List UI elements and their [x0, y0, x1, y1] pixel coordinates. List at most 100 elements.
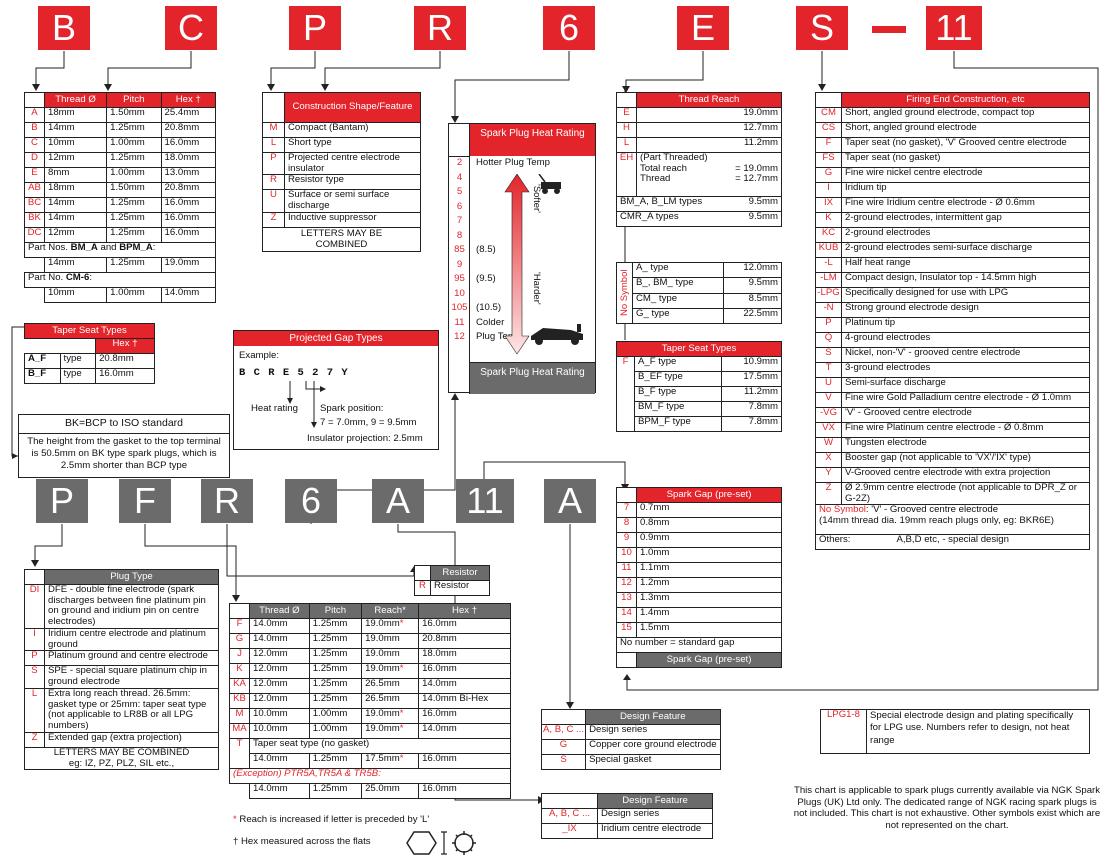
table-cell: 4-ground electrodes	[841, 332, 1090, 348]
table-cell: 1.00mm	[308, 708, 363, 724]
table-cell: 1.25mm	[308, 633, 363, 649]
table-cell: 16.0mm	[418, 663, 511, 679]
table-cell: 19.0mm	[361, 648, 420, 664]
table-cell: Taper seat (no gasket)	[841, 152, 1090, 168]
table-cell: 0.9mm	[636, 532, 782, 548]
table-cell: 14mm	[43, 212, 108, 228]
table-cell: H	[616, 122, 637, 138]
table-cell: Iridium tip	[841, 182, 1090, 198]
table-cell: B_EF type	[634, 371, 722, 387]
table-cell: DFE - double fine electrode (spark disch…	[44, 584, 219, 629]
table-cell: Platinum ground and centre electrode	[44, 650, 219, 667]
resistor-title: Resistor	[430, 565, 490, 581]
table-cell: S	[815, 347, 842, 363]
list-item: 7	[456, 215, 463, 226]
table-cell: 1.3mm	[636, 592, 782, 608]
letter-box-b: B	[38, 6, 90, 50]
table-cell: KUB	[815, 242, 842, 258]
table-cell: G	[540, 739, 587, 755]
table-cell: 1.00mm	[106, 137, 162, 153]
table-cell: Taper seat type (no gasket)	[249, 738, 511, 754]
table-cell: -VG	[815, 407, 842, 423]
table-cell: Z	[262, 211, 285, 228]
table-cell: E	[24, 167, 45, 183]
header-hex: Hex †	[160, 92, 217, 108]
table-cell: A	[24, 107, 45, 123]
table-cell: 1.25mm	[106, 227, 162, 243]
table-cell: 15	[616, 622, 637, 638]
design-feature-table-2: Design Feature A, B, C ...Design series …	[541, 793, 713, 839]
table-cell: BPM_F type	[634, 416, 722, 432]
spark-position-values: 7 = 7.0mm, 9 = 9.5mm	[320, 417, 417, 428]
table-cell: 1.4mm	[636, 607, 782, 623]
table-cell: 10.0mm	[249, 708, 310, 724]
table-cell: 11.2mm	[636, 137, 782, 153]
taper-seat-title: Taper Seat Types	[24, 323, 155, 339]
hex-note: † Hex measured across the flats	[233, 836, 371, 847]
table-cell: 16.0mm	[160, 137, 217, 153]
spark-position-label: Spark position:	[320, 403, 384, 414]
table-cell: 1.25mm	[106, 197, 162, 213]
table-cell: 26.5mm	[361, 693, 420, 709]
table-cell: Part No. CM-6:	[24, 272, 216, 288]
table-cell: 7	[616, 502, 637, 518]
table-cell: -L	[815, 257, 842, 273]
table-cell: Ø 2.9mm centre electrode (not applicable…	[841, 481, 1090, 506]
no-symbol-row: No Symbol: 'V' - Grooved centre electrod…	[815, 504, 1090, 536]
table-cell: -LM	[815, 272, 842, 288]
list-item: 9	[456, 258, 463, 270]
table-cell: 12.0mm	[249, 648, 310, 664]
table-cell: 16.0mm	[160, 197, 217, 213]
table-cell: Z	[815, 481, 842, 506]
table-cell: 16.0mm	[160, 212, 217, 228]
table-cell: Nickel, non-'V' - grooved centre electro…	[841, 347, 1090, 363]
header-thread: Thread Ø	[43, 92, 108, 108]
table-cell: V-Grooved centre electrode with extra pr…	[841, 467, 1090, 483]
table-cell: 11	[616, 562, 637, 578]
table-cell: Fine wire Iridium centre electrode - Ø 0…	[841, 197, 1090, 213]
list-item: 105(10.5)	[451, 302, 502, 313]
table-cell: Design series	[597, 808, 713, 824]
table-cell: FS	[815, 152, 842, 168]
table-cell: P	[24, 650, 45, 667]
table-cell: 1.25mm	[308, 663, 363, 679]
letter-box-6: 6	[543, 6, 595, 50]
table-cell: 1.1mm	[636, 562, 782, 578]
table-cell: CS	[815, 122, 842, 138]
letter-box-6-2: 6	[285, 479, 337, 523]
table-cell: Z	[24, 731, 45, 748]
table-cell: 10mm	[43, 137, 108, 153]
table-cell: F	[815, 137, 842, 153]
taper-seat-title-2: Taper Seat Types	[616, 341, 782, 357]
table-cell: Short, angled ground electrode	[841, 122, 1090, 138]
table-cell: 12	[616, 577, 637, 593]
letter-box-p-2: P	[36, 479, 88, 523]
